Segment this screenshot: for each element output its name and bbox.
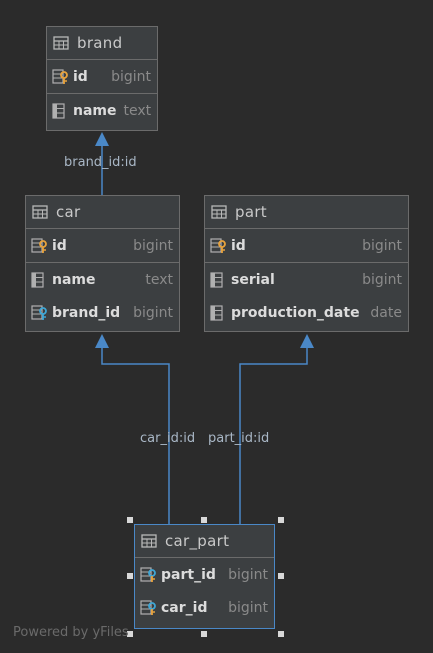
relation-label-part: part_id:id bbox=[208, 431, 270, 446]
table-name: car_part bbox=[165, 532, 230, 550]
column-type: bigint bbox=[133, 237, 173, 254]
column-name: name bbox=[73, 102, 117, 119]
table-name: car bbox=[56, 203, 81, 221]
column-name: id bbox=[52, 237, 67, 254]
resize-handle-ne[interactable] bbox=[278, 517, 284, 523]
table-name: brand bbox=[77, 34, 123, 52]
resize-handle-n[interactable] bbox=[201, 517, 207, 523]
column-name: serial bbox=[231, 271, 275, 288]
primary-key-icon bbox=[31, 237, 47, 253]
foreign-key-icon bbox=[31, 304, 47, 320]
column-name: car_id bbox=[161, 599, 208, 616]
primary-foreign-key-icon bbox=[140, 566, 156, 582]
column-type: bigint bbox=[362, 237, 402, 254]
table-car[interactable]: car id bigint name text bbox=[25, 195, 180, 332]
primary-key-icon bbox=[52, 68, 68, 84]
table-brand[interactable]: brand id bigint name text bbox=[46, 26, 158, 131]
column-name: brand_id bbox=[52, 304, 121, 321]
column-type: bigint bbox=[228, 566, 268, 583]
column-row[interactable]: production_date date bbox=[205, 296, 408, 329]
primary-key-icon bbox=[210, 237, 226, 253]
column-name: production_date bbox=[231, 304, 360, 321]
relation-label-car: car_id:id bbox=[140, 431, 196, 446]
table-car-part[interactable]: car_part part_id bigint car_id bigint bbox=[134, 524, 275, 629]
column-row[interactable]: serial bigint bbox=[205, 263, 408, 296]
relation-car-brand[interactable] bbox=[95, 132, 109, 195]
resize-handle-nw[interactable] bbox=[127, 517, 133, 523]
resize-handle-se[interactable] bbox=[278, 631, 284, 637]
column-row[interactable]: id bigint bbox=[26, 229, 179, 262]
column-row[interactable]: car_id bigint bbox=[135, 591, 274, 624]
table-part[interactable]: part id bigint serial bigint bbox=[204, 195, 409, 332]
watermark: Powered by yFiles bbox=[13, 625, 129, 640]
column-icon bbox=[210, 304, 223, 321]
column-row[interactable]: name text bbox=[26, 263, 179, 296]
table-icon bbox=[31, 204, 49, 220]
column-row[interactable]: id bigint bbox=[47, 60, 157, 93]
column-icon bbox=[210, 271, 223, 288]
column-icon bbox=[52, 102, 65, 119]
column-name: name bbox=[52, 271, 96, 288]
table-icon bbox=[52, 35, 70, 51]
column-type: bigint bbox=[133, 304, 173, 321]
column-row[interactable]: part_id bigint bbox=[135, 558, 274, 591]
relation-label-brand: brand_id:id bbox=[64, 155, 137, 170]
resize-handle-s[interactable] bbox=[201, 631, 207, 637]
column-row[interactable]: id bigint bbox=[205, 229, 408, 262]
table-name: part bbox=[235, 203, 267, 221]
table-header[interactable]: part bbox=[205, 196, 408, 229]
table-icon bbox=[210, 204, 228, 220]
table-header[interactable]: brand bbox=[47, 27, 157, 60]
resize-handle-w[interactable] bbox=[127, 573, 133, 579]
resize-handle-e[interactable] bbox=[278, 573, 284, 579]
column-type: text bbox=[145, 271, 173, 288]
primary-foreign-key-icon bbox=[140, 599, 156, 615]
column-row[interactable]: name text bbox=[47, 94, 157, 127]
column-row[interactable]: brand_id bigint bbox=[26, 296, 179, 329]
table-icon bbox=[140, 533, 158, 549]
relation-carpart-car[interactable] bbox=[95, 334, 170, 524]
relation-carpart-part[interactable] bbox=[239, 334, 314, 524]
table-header[interactable]: car bbox=[26, 196, 179, 229]
column-type: date bbox=[370, 304, 402, 321]
column-type: text bbox=[123, 102, 152, 119]
table-header[interactable]: car_part bbox=[135, 525, 274, 558]
column-name: id bbox=[73, 68, 88, 85]
column-name: part_id bbox=[161, 566, 216, 583]
column-type: bigint bbox=[228, 599, 268, 616]
column-type: bigint bbox=[362, 271, 402, 288]
column-icon bbox=[31, 271, 44, 288]
column-name: id bbox=[231, 237, 246, 254]
resize-handle-sw[interactable] bbox=[127, 631, 133, 637]
column-type: bigint bbox=[111, 68, 151, 85]
